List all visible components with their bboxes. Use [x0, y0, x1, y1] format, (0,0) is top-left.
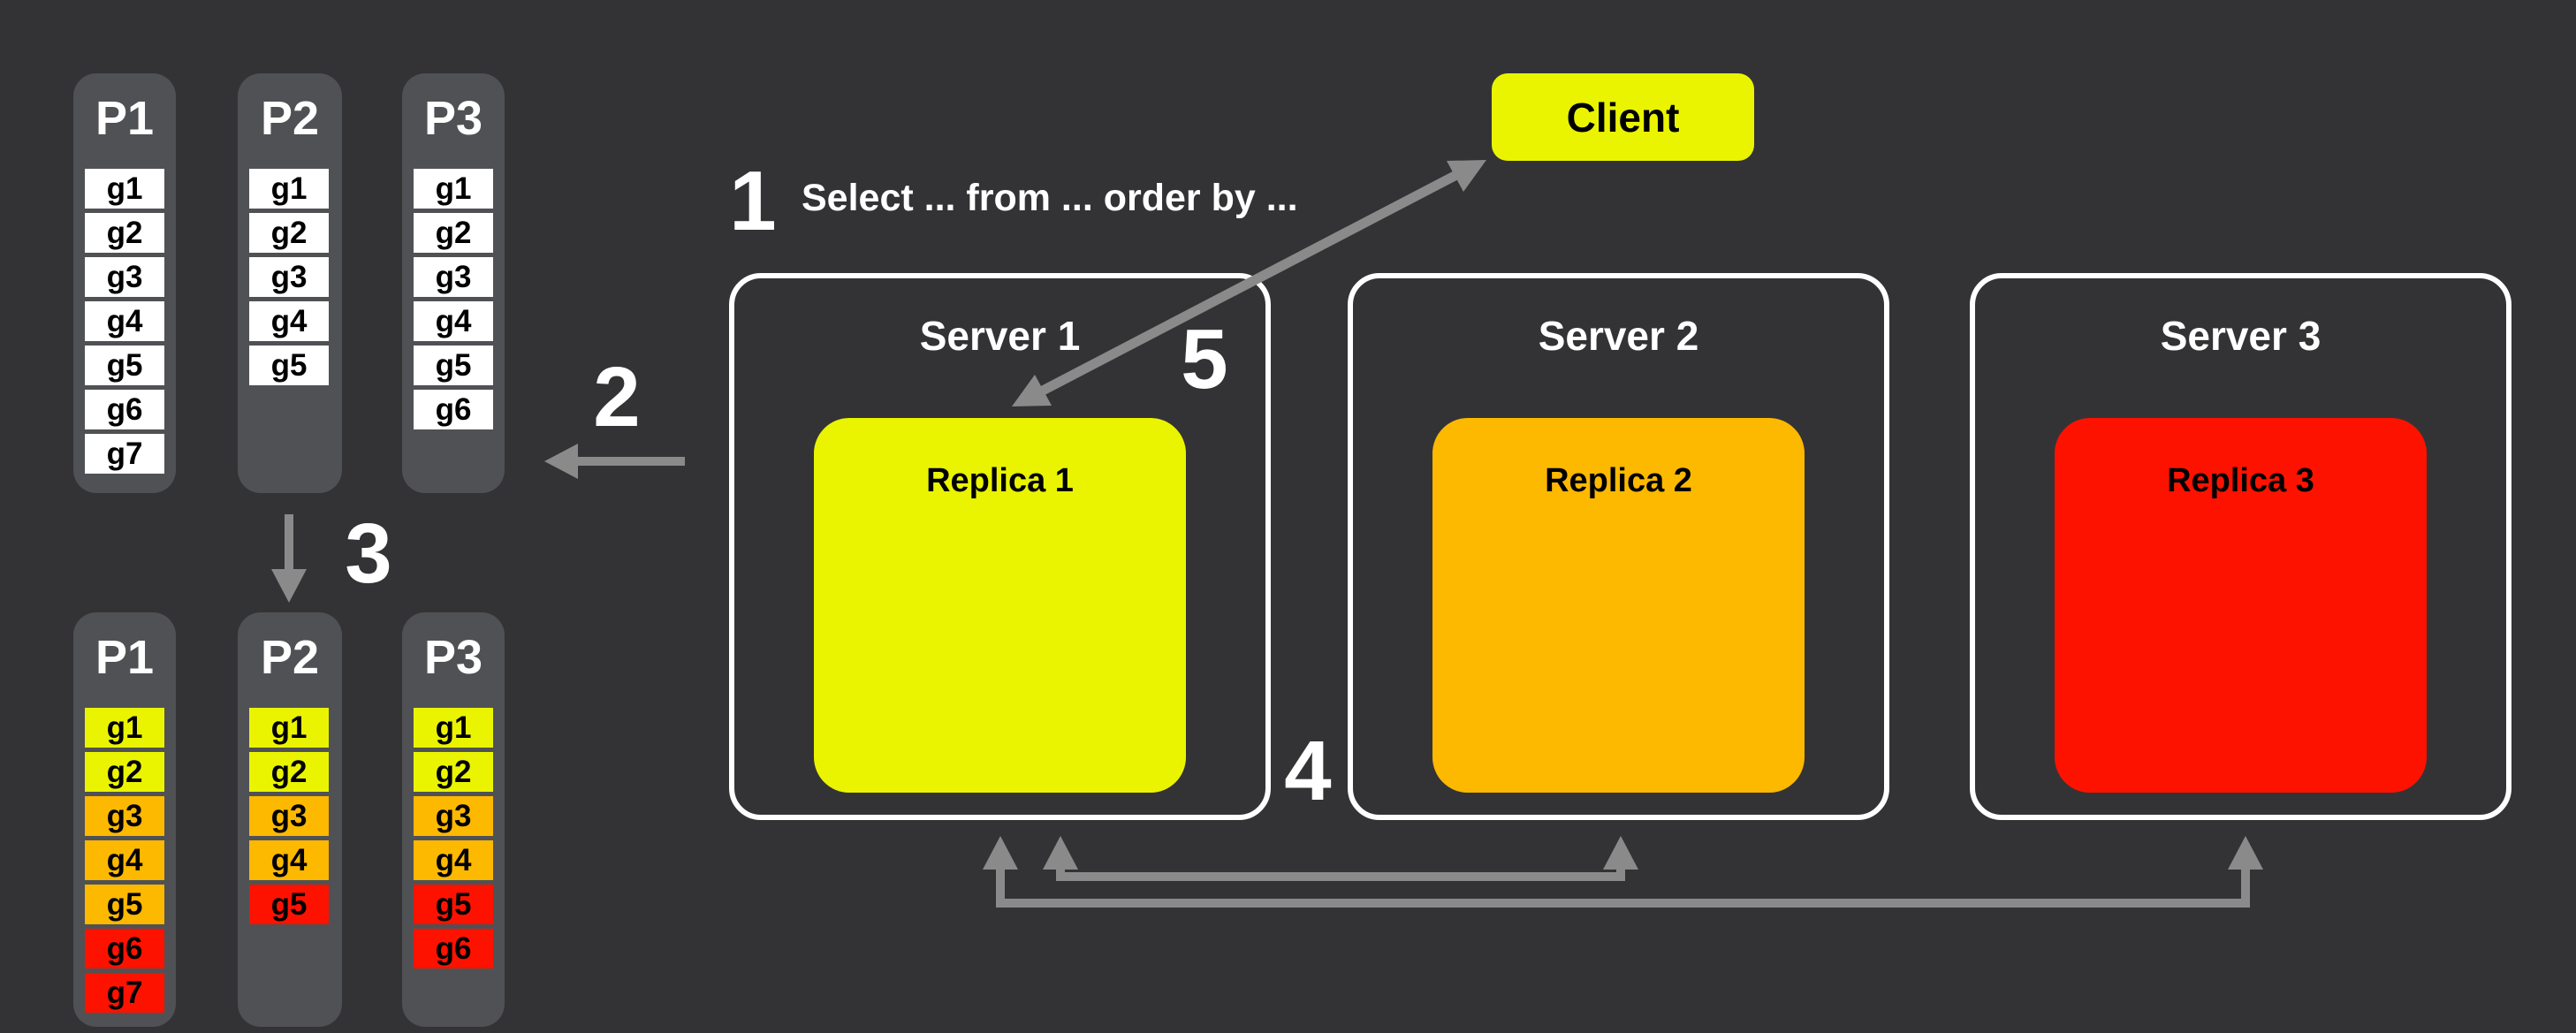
- partition-cell: g5: [249, 885, 329, 924]
- partition-cell: g3: [249, 257, 329, 297]
- partition-cell: g5: [85, 885, 164, 924]
- server-3-label: Server 3: [2160, 313, 2321, 359]
- partition-cell: g4: [249, 840, 329, 880]
- partition-cell: g4: [85, 301, 164, 341]
- partition-cell: g6: [414, 929, 493, 968]
- partition-cell: g1: [414, 708, 493, 748]
- partition-cell: g5: [249, 346, 329, 385]
- partition-cells: g1 g2 g3 g4 g5 g6: [414, 708, 493, 968]
- partition-cell: g3: [85, 257, 164, 297]
- partition-cell: g2: [85, 213, 164, 253]
- client-box: Client: [1492, 73, 1754, 161]
- partition-cell: g4: [85, 840, 164, 880]
- partition-cells: g1 g2 g3 g4 g5: [249, 169, 329, 385]
- partition-cell: g1: [249, 708, 329, 748]
- replica-1-box: Replica 1: [814, 418, 1186, 793]
- partition-title: P3: [423, 92, 483, 145]
- partition-cell: g2: [249, 752, 329, 792]
- step-1-number: 1: [729, 154, 777, 248]
- partition-cell: g5: [414, 346, 493, 385]
- partition-cell: g6: [85, 929, 164, 968]
- partition-cell: g7: [85, 973, 164, 1013]
- partition-title: P2: [260, 631, 320, 684]
- partition-cell: g2: [85, 752, 164, 792]
- partition-column-after-p3: P3 g1 g2 g3 g4 g5 g6: [402, 612, 505, 1027]
- partition-cell: g4: [249, 301, 329, 341]
- partition-cells: g1 g2 g3 g4 g5: [249, 708, 329, 924]
- partition-cell: g2: [249, 213, 329, 253]
- partition-cells: g1 g2 g3 g4 g5 g6: [414, 169, 493, 429]
- step-3-number: 3: [345, 506, 392, 601]
- arrow-server3-server1: [983, 836, 2263, 908]
- partition-cell: g6: [85, 390, 164, 429]
- partition-cell: g1: [249, 169, 329, 209]
- partition-column-after-p1: P1 g1 g2 g3 g4 g5 g6 g7: [73, 612, 176, 1027]
- step-4-number: 4: [1284, 724, 1332, 818]
- partition-title: P1: [95, 92, 155, 145]
- partition-cell: g2: [414, 213, 493, 253]
- arrow-server2-server1: [1043, 836, 1638, 881]
- server-3-box: Server 3: [1970, 273, 2511, 820]
- partition-cell: g4: [414, 840, 493, 880]
- replica-2-box: Replica 2: [1432, 418, 1805, 793]
- partition-column-before-p2: P2 g1 g2 g3 g4 g5: [238, 73, 342, 493]
- replica-2-label: Replica 2: [1545, 462, 1692, 499]
- partition-title: P1: [95, 631, 155, 684]
- partition-cell: g1: [85, 169, 164, 209]
- partition-title: P3: [423, 631, 483, 684]
- partition-cell: g5: [85, 346, 164, 385]
- replica-1-label: Replica 1: [926, 462, 1074, 499]
- replica-3-label: Replica 3: [2167, 462, 2314, 499]
- partition-cell: g1: [85, 708, 164, 748]
- step-2-number: 2: [593, 350, 641, 444]
- partition-column-before-p1: P1 g1 g2 g3 g4 g5 g6 g7: [73, 73, 176, 493]
- server-2-box: Server 2: [1348, 273, 1889, 820]
- server-2-label: Server 2: [1538, 313, 1699, 359]
- partition-title: P2: [260, 92, 320, 145]
- step-5-number: 5: [1181, 312, 1228, 406]
- replica-3-box: Replica 3: [2055, 418, 2427, 793]
- partition-cell: g6: [414, 390, 493, 429]
- partition-cell: g4: [414, 301, 493, 341]
- partition-cell: g3: [85, 796, 164, 836]
- arrow-step2-left: [544, 444, 685, 479]
- partition-cell: g7: [85, 434, 164, 474]
- partition-cell: g2: [414, 752, 493, 792]
- partition-cells: g1 g2 g3 g4 g5 g6 g7: [85, 169, 164, 474]
- partition-cell: g3: [414, 796, 493, 836]
- arrow-step3-down: [271, 514, 307, 603]
- partition-cell: g3: [249, 796, 329, 836]
- partition-cells: g1 g2 g3 g4 g5 g6 g7: [85, 708, 164, 1013]
- partition-cell: g1: [414, 169, 493, 209]
- partition-column-after-p2: P2 g1 g2 g3 g4 g5: [238, 612, 342, 1027]
- partition-cell: g5: [414, 885, 493, 924]
- partition-column-before-p3: P3 g1 g2 g3 g4 g5 g6: [402, 73, 505, 493]
- client-label: Client: [1566, 94, 1680, 141]
- partition-cell: g3: [414, 257, 493, 297]
- step-1-query-text: Select ... from ... order by ...: [802, 177, 1298, 219]
